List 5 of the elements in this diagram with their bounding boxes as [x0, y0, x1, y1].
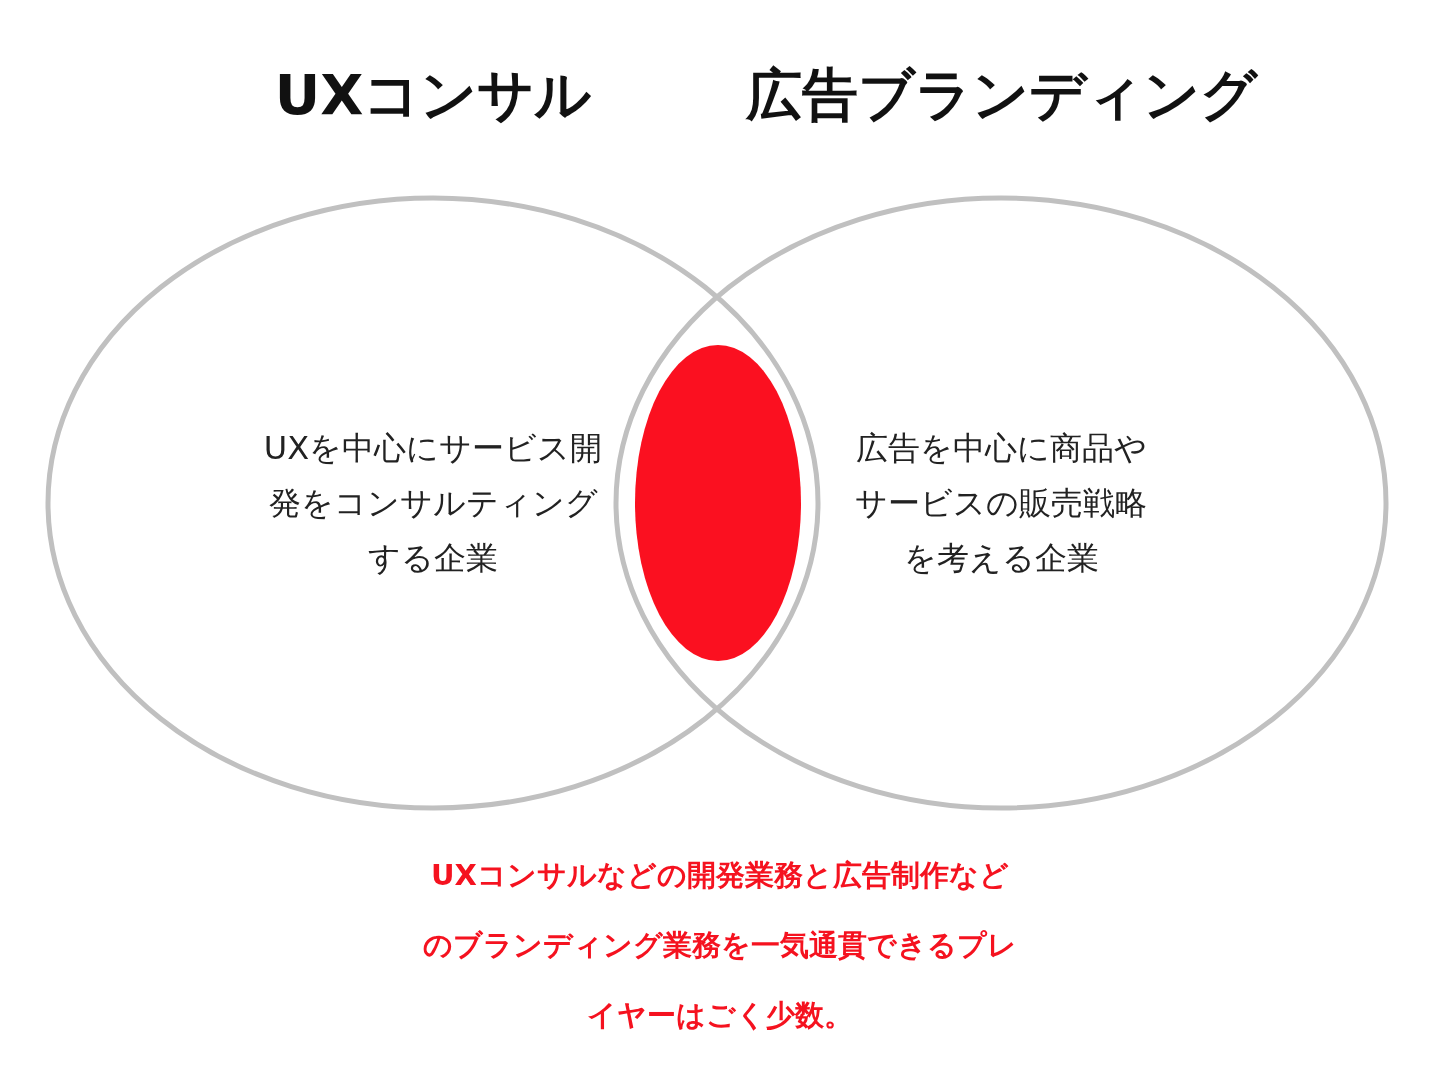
caption: UXコンサルなどの開発業務と広告制作などのブランディング業務を一気通貫できるプレイヤーはごく少数。 — [422, 857, 1018, 1034]
description-text: 広告を中心に商品やサービスの販売戦略を考える企業 — [854, 427, 1148, 579]
description-text: UXを中心にサービス開発をコンサルティングする企業 — [262, 427, 604, 579]
circle-heading: 広告ブランディング — [745, 61, 1257, 129]
circle-heading: UXコンサル — [274, 61, 592, 129]
